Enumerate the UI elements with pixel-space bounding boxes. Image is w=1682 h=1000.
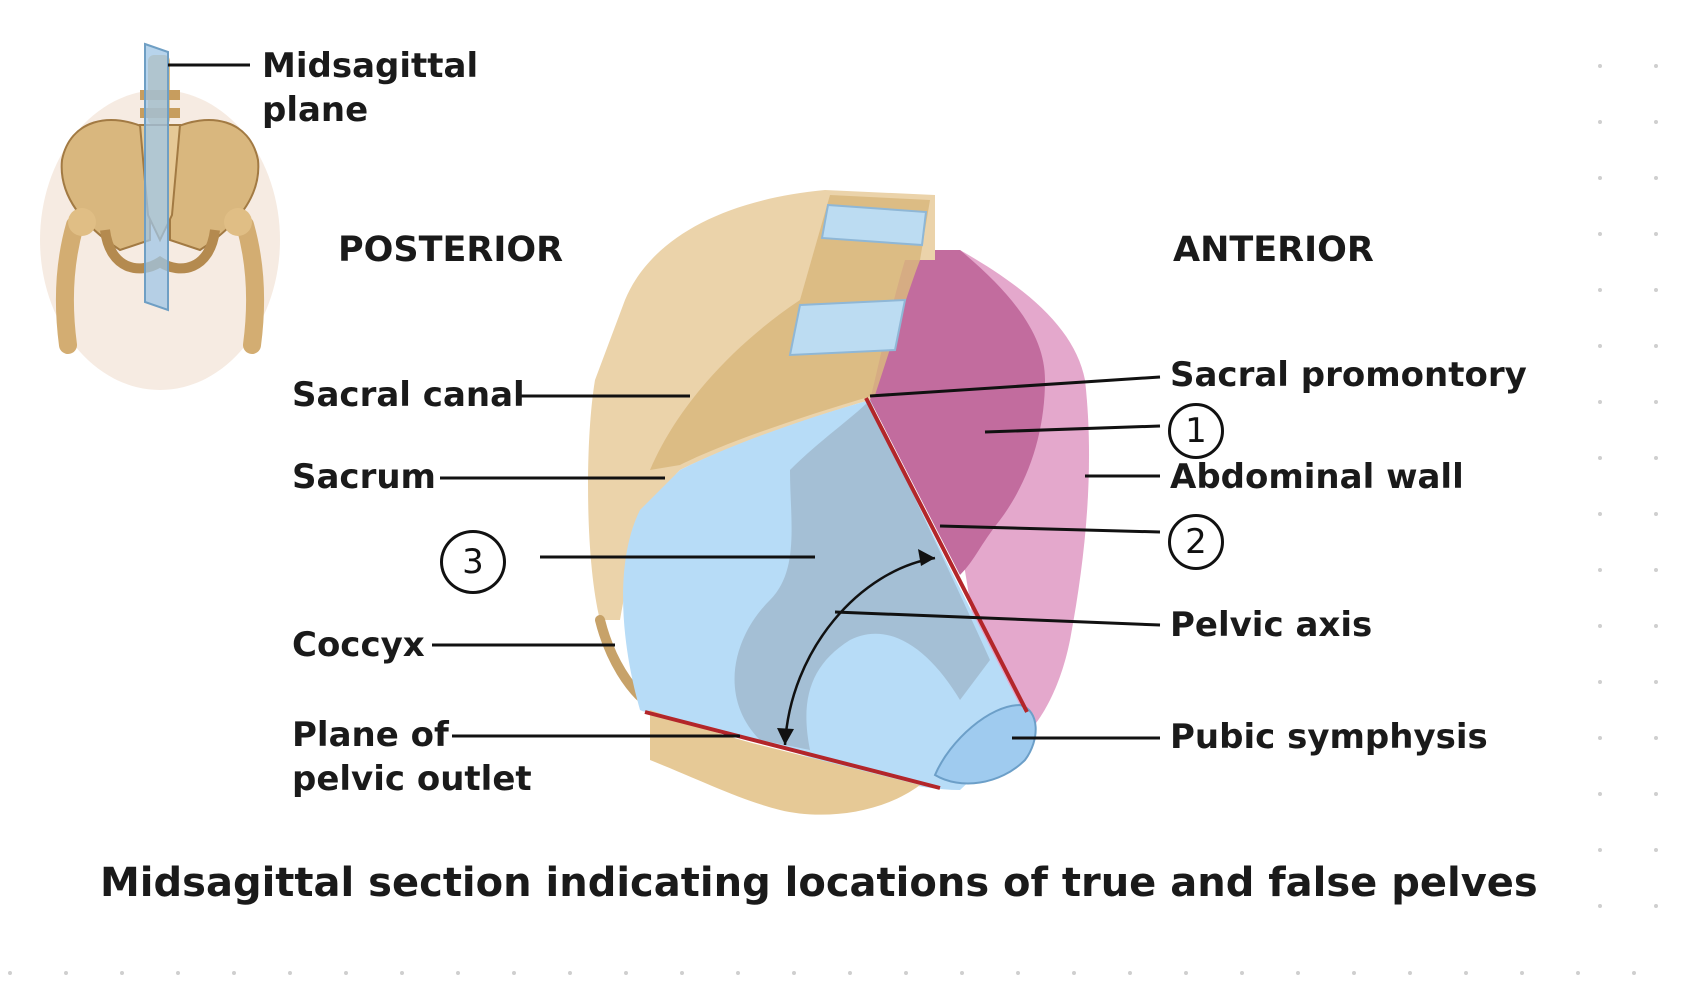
label-pelvic-outlet: pelvic outlet bbox=[292, 759, 532, 799]
intervertebral-disc bbox=[820, 203, 928, 247]
marker-3: 3 bbox=[440, 530, 506, 594]
figure-caption: Midsagittal section indicating locations… bbox=[100, 860, 1538, 906]
pelvic-brim-line bbox=[864, 397, 1029, 713]
label-pubic-symphysis: Pubic symphysis bbox=[1170, 717, 1488, 757]
label-plane: plane bbox=[262, 90, 369, 130]
label-plane-of: Plane of bbox=[292, 715, 449, 755]
marker-2: 2 bbox=[1168, 514, 1224, 570]
marker-1: 1 bbox=[1168, 403, 1224, 459]
leader-lines bbox=[168, 63, 1161, 740]
label-abdominal-wall: Abdominal wall bbox=[1170, 457, 1464, 497]
label-sacrum: Sacrum bbox=[292, 457, 436, 497]
label-midsagittal: Midsagittal bbox=[262, 46, 479, 86]
label-anterior: ANTERIOR bbox=[1173, 230, 1374, 270]
label-coccyx: Coccyx bbox=[292, 625, 425, 665]
spongy-bone bbox=[650, 195, 930, 470]
pelvis-section bbox=[588, 190, 1090, 815]
label-posterior: POSTERIOR bbox=[338, 230, 564, 270]
pelvis-thumbnail bbox=[40, 42, 280, 390]
pelvic-outlet-line bbox=[644, 710, 941, 790]
pelvic-axis-arrow bbox=[783, 556, 936, 746]
label-pelvic-axis: Pelvic axis bbox=[1170, 605, 1373, 645]
false-pelvis-region bbox=[870, 250, 1045, 575]
dot-grid bbox=[8, 64, 1658, 975]
label-sacral-promontory: Sacral promontory bbox=[1170, 355, 1527, 395]
pubic-symphysis-shape bbox=[933, 703, 1037, 785]
pelvic-membrane bbox=[734, 400, 990, 750]
label-sacral-canal: Sacral canal bbox=[292, 375, 525, 415]
